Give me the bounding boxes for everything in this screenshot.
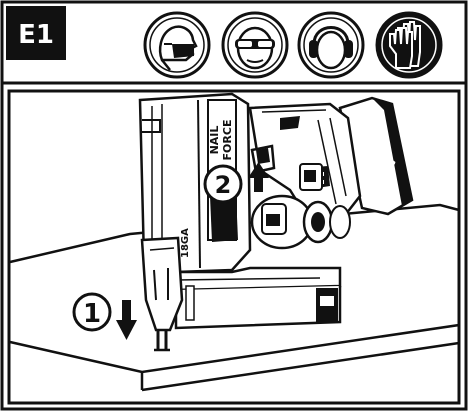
battery-label: 20V xyxy=(380,156,399,183)
contact-tip xyxy=(140,236,184,352)
arrow-up-icon xyxy=(248,162,269,192)
workpiece-board xyxy=(9,203,461,392)
arrow-down-icon xyxy=(116,300,137,340)
callout-1-circle xyxy=(72,292,112,332)
depth-adjust-wheel xyxy=(250,194,351,250)
step-label: E1 xyxy=(18,20,54,50)
model-label: 18GA xyxy=(180,228,191,258)
callout-2-number: 2 xyxy=(215,171,232,199)
callout-2: 2 xyxy=(203,162,269,204)
side-switch xyxy=(299,163,323,191)
callout-1: 1 xyxy=(72,292,137,340)
callout-1-number: 1 xyxy=(83,299,101,329)
brand-line1: NAIL xyxy=(208,126,221,155)
safety-glasses-icon xyxy=(221,11,289,79)
gloves-icon xyxy=(375,11,443,79)
ear-protection-icon xyxy=(297,11,365,79)
step-badge-bg xyxy=(6,6,66,60)
magazine-rail xyxy=(174,266,342,330)
face-mask-icon xyxy=(143,11,211,79)
callout-2-circle xyxy=(203,164,243,204)
nailer-tool: 20V NAIL FORCE 18GA xyxy=(138,92,414,352)
brand-line2: FORCE xyxy=(221,120,234,161)
